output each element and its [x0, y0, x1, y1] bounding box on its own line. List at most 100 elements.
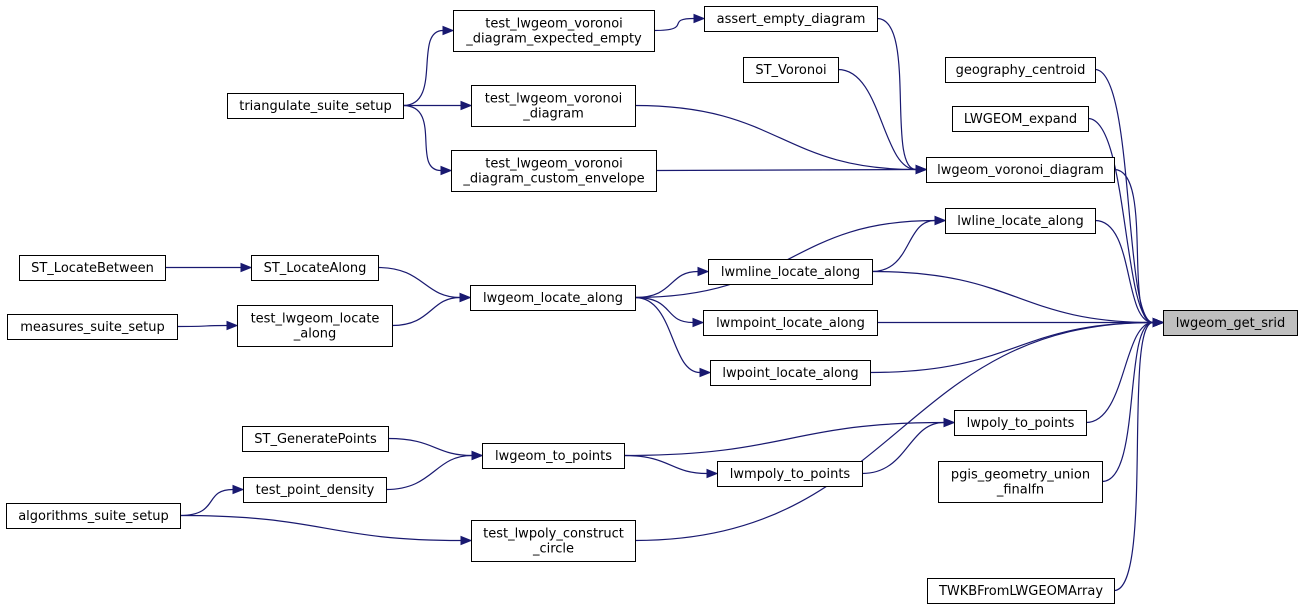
edge-line	[655, 168, 917, 172]
node-measures-suite-setup[interactable]: measures_suite_setup	[7, 314, 178, 340]
edge-triangulate-suite-setup-to-test-lwgeom-voronoi-diagram-expected-empty	[402, 25, 455, 107]
node-lwgeom-to-points[interactable]: lwgeom_to_points	[482, 443, 625, 469]
node-label: _circle	[532, 542, 574, 557]
node-box[interactable]	[743, 57, 839, 83]
node-lwgeom-locate-along[interactable]: lwgeom_locate_along	[470, 285, 636, 311]
node-box[interactable]	[237, 305, 393, 347]
node-st-locatealong[interactable]: ST_LocateAlong	[251, 255, 379, 281]
edge-line	[402, 29, 444, 107]
edge-line	[634, 296, 694, 324]
node-label: ST_LocateAlong	[264, 261, 367, 276]
node-test-point-density[interactable]: test_point_density	[243, 477, 387, 503]
node-lwmpoint-locate-along[interactable]: lwmpoint_locate_along	[703, 310, 878, 336]
node-box[interactable]	[927, 578, 1115, 604]
node-box[interactable]	[708, 259, 873, 285]
node-box[interactable]	[227, 93, 404, 119]
node-box[interactable]	[717, 461, 863, 487]
node-box[interactable]	[471, 520, 636, 562]
edge-line	[377, 266, 461, 299]
node-assert-empty-diagram[interactable]: assert_empty_diagram	[704, 6, 878, 32]
edge-line	[1101, 321, 1154, 483]
node-box[interactable]	[952, 106, 1089, 132]
node-lwpoly-to-points[interactable]: lwpoly_to_points	[954, 410, 1087, 436]
node-box[interactable]	[471, 85, 636, 127]
node-box[interactable]	[926, 157, 1115, 183]
edge-test-lwgeom-locate-along-to-lwgeom-locate-along	[391, 292, 472, 327]
node-box[interactable]	[453, 10, 655, 52]
node-box[interactable]	[945, 208, 1096, 234]
node-label: TWKBFromLWGEOMArray	[938, 584, 1103, 599]
node-box[interactable]	[243, 477, 387, 503]
node-box[interactable]	[242, 426, 389, 452]
node-pgis-geometry-union-finalfn[interactable]: pgis_geometry_union_finalfn	[938, 461, 1103, 503]
edge-st-voronoi-to-lwgeom-voronoi-diagram	[837, 68, 928, 175]
node-label: lwgeom_voronoi_diagram	[937, 163, 1104, 178]
node-lwmline-locate-along[interactable]: lwmline_locate_along	[708, 259, 873, 285]
edge-triangulate-suite-setup-to-test-lwgeom-voronoi-diagram	[402, 100, 473, 111]
node-geography-centroid[interactable]: geography_centroid	[945, 57, 1096, 83]
arrowhead-icon	[232, 484, 245, 495]
edge-line	[1094, 219, 1154, 324]
node-label: _along	[293, 327, 337, 342]
node-box[interactable]	[251, 255, 379, 281]
edge-lwpoly-to-points-to-lwgeom-get-srid	[1085, 317, 1165, 424]
node-test-lwgeom-locate-along[interactable]: test_lwgeom_locate_along	[237, 305, 393, 347]
edge-line	[402, 104, 442, 172]
node-lwgeom-voronoi-diagram[interactable]: lwgeom_voronoi_diagram	[926, 157, 1115, 183]
node-box[interactable]	[7, 314, 178, 340]
node-box[interactable]	[1163, 310, 1298, 336]
node-box[interactable]	[938, 461, 1103, 503]
edge-line	[871, 270, 1154, 324]
node-label: test_lwgeom_voronoi	[485, 92, 623, 107]
node-st-locatebetween[interactable]: ST_LocateBetween	[19, 255, 166, 281]
edge-test-point-density-to-lwgeom-to-points	[385, 450, 484, 491]
edge-st-generatepoints-to-lwgeom-to-points	[387, 437, 484, 461]
edge-line	[634, 270, 699, 299]
node-test-lwgeom-voronoi-diagram[interactable]: test_lwgeom_voronoi_diagram	[471, 85, 636, 127]
node-box[interactable]	[482, 443, 625, 469]
edge-geography-centroid-to-lwgeom-get-srid	[1094, 68, 1165, 328]
node-label: test_lwgeom_locate	[251, 312, 380, 327]
node-lwgeom-get-srid[interactable]: lwgeom_get_srid	[1163, 310, 1298, 336]
node-box[interactable]	[710, 360, 871, 386]
node-test-lwgeom-voronoi-diagram-custom-envelope[interactable]: test_lwgeom_voronoi_diagram_custom_envel…	[451, 150, 657, 192]
edge-st-locatealong-to-lwgeom-locate-along	[377, 266, 472, 303]
node-algorithms-suite-setup[interactable]: algorithms_suite_setup	[6, 503, 181, 529]
node-label: _finalfn	[996, 483, 1044, 498]
node-st-voronoi[interactable]: ST_Voronoi	[743, 57, 839, 83]
node-label: algorithms_suite_setup	[18, 509, 169, 524]
node-box[interactable]	[703, 310, 878, 336]
edge-line	[634, 296, 701, 374]
node-label: measures_suite_setup	[20, 320, 165, 335]
edge-lwgeom-to-points-to-lwmpoly-to-points	[623, 454, 719, 479]
node-lwpoint-locate-along[interactable]: lwpoint_locate_along	[710, 360, 871, 386]
node-triangulate-suite-setup[interactable]: triangulate_suite_setup	[227, 93, 404, 119]
node-lwgeom-expand[interactable]: LWGEOM_expand	[952, 106, 1089, 132]
edge-lwgeom-locate-along-to-lwline-locate-along	[634, 215, 947, 299]
node-label: geography_centroid	[956, 63, 1086, 78]
node-st-generatepoints[interactable]: ST_GeneratePoints	[242, 426, 389, 452]
node-box[interactable]	[19, 255, 166, 281]
node-test-lwgeom-voronoi-diagram-expected-empty[interactable]: test_lwgeom_voronoi_diagram_expected_emp…	[453, 10, 655, 52]
node-label: _diagram_expected_empty	[465, 32, 642, 47]
node-lwmpoly-to-points[interactable]: lwmpoly_to_points	[717, 461, 863, 487]
node-box[interactable]	[704, 6, 878, 32]
node-test-lwpoly-construct-circle[interactable]: test_lwpoly_construct_circle	[471, 520, 636, 562]
arrowhead-icon	[693, 13, 706, 24]
edge-lwmpoly-to-points-to-lwpoly-to-points	[861, 417, 956, 475]
node-box[interactable]	[945, 57, 1096, 83]
node-twkbfromlwgeomarray[interactable]: TWKBFromLWGEOMArray	[927, 578, 1115, 604]
edge-line	[861, 421, 945, 475]
node-box[interactable]	[954, 410, 1087, 436]
edge-line	[634, 321, 1154, 542]
edge-st-locatebetween-to-st-locatealong	[165, 262, 253, 273]
node-label: ST_GeneratePoints	[254, 432, 377, 447]
node-label: pgis_geometry_union	[951, 468, 1090, 483]
node-box[interactable]	[451, 150, 657, 192]
node-box[interactable]	[6, 503, 181, 529]
arrowhead-icon	[442, 25, 455, 36]
arrowhead-icon	[697, 266, 710, 277]
node-lwline-locate-along[interactable]: lwline_locate_along	[945, 208, 1096, 234]
node-box[interactable]	[470, 285, 636, 311]
